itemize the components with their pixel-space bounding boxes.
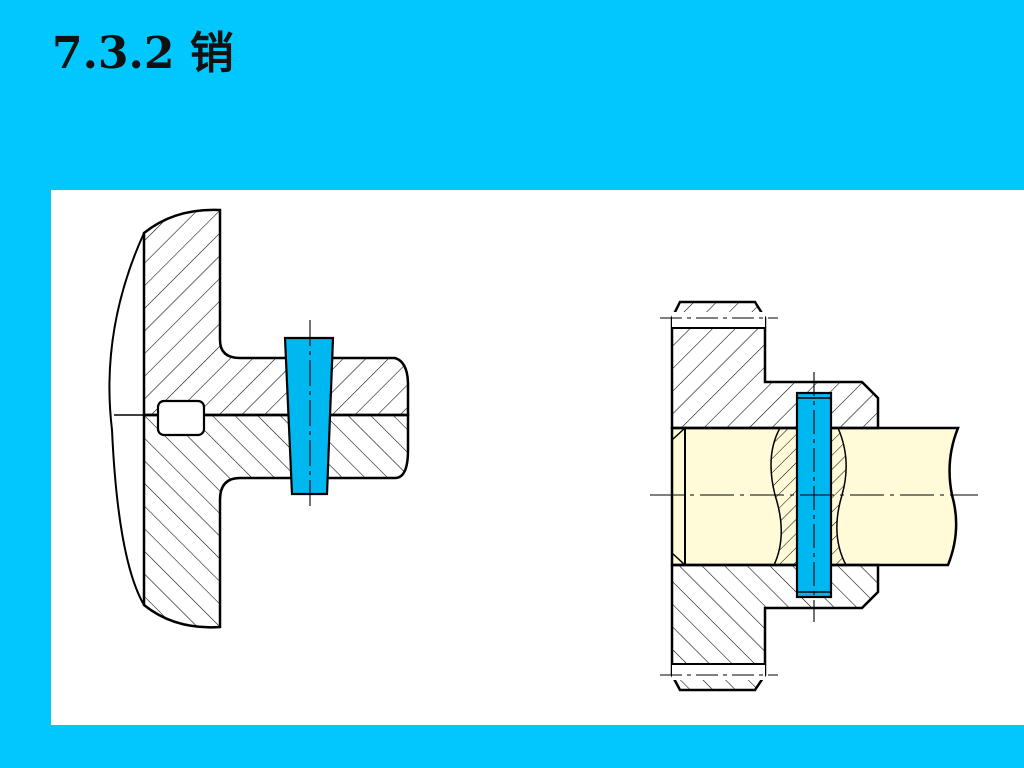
pin-drawings xyxy=(108,208,978,692)
gear-tooth-strip-top xyxy=(672,312,765,328)
shaft-break-hatch-right xyxy=(832,428,847,565)
figure-panel xyxy=(51,190,1024,725)
handwheel-lower-half xyxy=(142,413,410,629)
shaft-chamfer-bottom xyxy=(671,552,686,566)
shaft-chamfer-top xyxy=(671,427,686,441)
handwheel-upper-half xyxy=(142,208,410,417)
taper-pin xyxy=(283,336,335,496)
shaft-break-hatch-left xyxy=(771,428,800,565)
gear-shaft-drawing xyxy=(650,300,978,692)
gear-tooth-strip-bottom xyxy=(672,664,765,680)
key-slot xyxy=(156,399,206,437)
slide-title: 7.3.2 销 xyxy=(52,28,234,79)
handwheel-outer-arc xyxy=(108,232,145,606)
handwheel-drawing xyxy=(108,208,410,629)
